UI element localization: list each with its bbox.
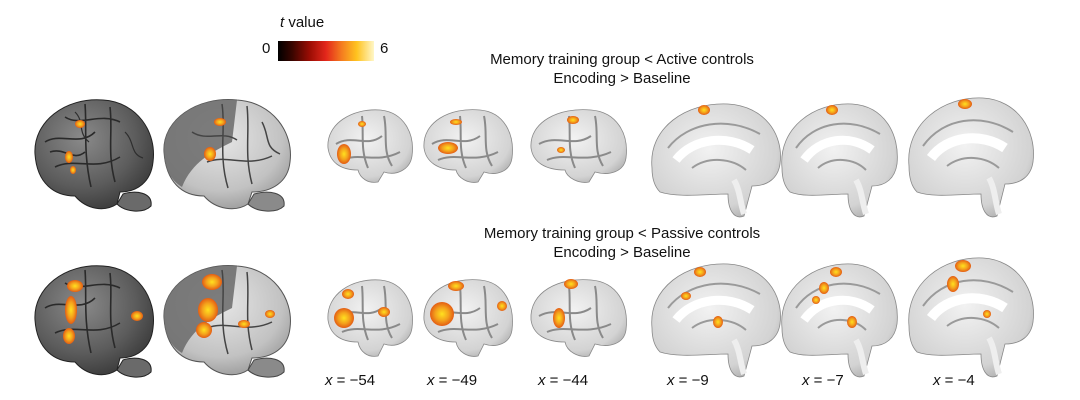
slice-label-3: x = −44 <box>538 372 589 389</box>
activation-blob <box>826 105 838 115</box>
row-2-heading-line1: Memory training group < Passive controls <box>483 225 761 242</box>
activation-blob <box>337 144 351 164</box>
activation-blob <box>438 142 458 154</box>
brain-3d-dark-row1 <box>34 99 155 212</box>
activation-blob <box>958 99 972 109</box>
row-2-heading: Memory training group < Passive controls… <box>412 224 832 262</box>
row-2-heading-line2: Encoding > Baseline <box>553 244 691 261</box>
activation-blob <box>698 105 710 115</box>
activation-blob <box>713 316 723 328</box>
activation-blob <box>63 280 143 344</box>
activation-blob <box>830 267 842 277</box>
slice-row1-x-49 <box>423 109 513 183</box>
slice-row1-x-4 <box>908 97 1034 218</box>
activation-blob <box>497 301 507 311</box>
slice-row2-x-9 <box>651 263 781 378</box>
activation-blob <box>564 279 578 289</box>
activation-blob <box>681 292 691 300</box>
activation-blob <box>567 116 579 124</box>
brain-3d-light-row1 <box>163 99 291 212</box>
activation-blob <box>819 282 829 294</box>
slice-label-6: x = −4 <box>933 372 975 389</box>
activation-blob <box>847 316 857 328</box>
row-1-heading-line1: Memory training group < Active controls <box>490 51 754 68</box>
activation-blob <box>448 281 464 291</box>
activation-blob <box>358 121 366 127</box>
colorbar <box>278 41 374 61</box>
colorbar-max-label: 6 <box>380 40 389 57</box>
slice-label-2: x = −49 <box>427 372 478 389</box>
slice-row1-x-9 <box>651 103 781 218</box>
activation-blob <box>342 289 354 299</box>
brain-3d-dark-row2 <box>34 265 155 378</box>
row-1-heading-line2: Encoding > Baseline <box>553 70 691 87</box>
slice-label-1: x = −54 <box>325 372 376 389</box>
activation-blob <box>196 274 275 338</box>
activation-blob <box>378 307 390 317</box>
colorbar-min-label: 0 <box>262 40 271 57</box>
activation-blob <box>334 308 354 328</box>
slice-row1-x-7 <box>781 103 898 218</box>
activation-blob <box>450 119 462 125</box>
activation-blob <box>430 302 454 326</box>
activation-blob <box>204 118 226 161</box>
activation-blob <box>694 267 706 277</box>
slice-row2-x-4 <box>908 257 1034 378</box>
activation-blob <box>812 296 820 304</box>
colorbar-title: t value <box>280 14 325 31</box>
slice-row1-x-44 <box>530 109 627 183</box>
activation-blob <box>947 276 959 292</box>
activation-blob <box>557 147 565 153</box>
slice-label-5: x = −7 <box>802 372 844 389</box>
activation-blob <box>983 310 991 318</box>
slice-row2-x-49 <box>423 279 513 357</box>
slice-row2-x-54 <box>327 279 413 357</box>
row-1-heading: Memory training group < Active controls … <box>412 50 832 88</box>
activation-blob <box>955 260 971 272</box>
slice-row1-x-54 <box>327 109 413 183</box>
slice-label-4: x = −9 <box>667 372 709 389</box>
brain-3d-light-row2 <box>163 265 291 378</box>
activation-blob <box>553 308 565 328</box>
activation-blob <box>65 120 85 174</box>
slice-row2-x-44 <box>530 279 627 357</box>
slice-row2-x-7 <box>781 263 898 378</box>
